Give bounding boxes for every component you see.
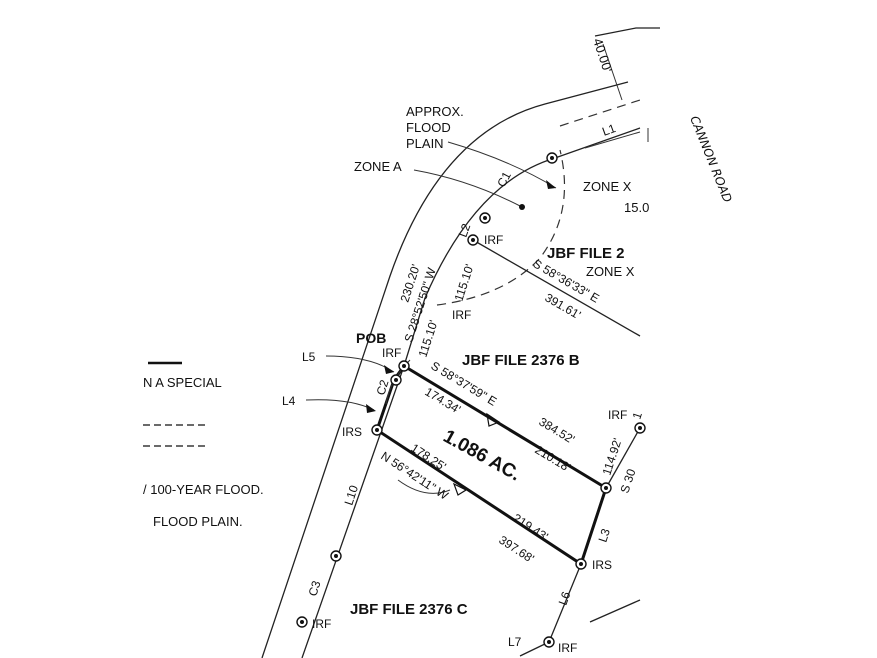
irf-label-pob: IRF xyxy=(382,346,401,360)
dist-arrow-top xyxy=(486,412,501,427)
bearing-arc-bottom xyxy=(397,479,451,494)
flood-label: FLOOD xyxy=(406,120,451,135)
road-row-line-east xyxy=(301,127,641,658)
parcel-middle-label: JBF FILE 2376 B xyxy=(462,352,580,369)
flood-zone-boundary xyxy=(436,149,566,306)
zone-a-label: ZONE A xyxy=(354,159,402,174)
road-centerline xyxy=(559,99,641,127)
irf-label-flood: IRF xyxy=(452,308,471,322)
c2-label: C2 xyxy=(374,378,392,397)
pin-c1-top xyxy=(546,152,558,164)
irf-label-north: IRF xyxy=(484,233,503,247)
l7-label: L7 xyxy=(508,635,522,649)
road-width-dimension xyxy=(602,43,623,101)
zone-x-label-1: ZONE X xyxy=(583,179,632,194)
l5-label: L5 xyxy=(302,350,316,364)
irf-label-south: IRF xyxy=(558,641,577,655)
road-width-label: 40.00' xyxy=(590,36,615,74)
l5-arrowhead xyxy=(384,365,394,374)
bottom-line-seg2-distance: 219.43' xyxy=(510,511,550,544)
pin-c2 xyxy=(390,374,402,386)
legend-100yr-text: / 100-YEAR FLOOD. xyxy=(143,482,264,497)
l4-label: L4 xyxy=(282,394,296,408)
road-name-label: CANNON ROAD xyxy=(687,114,734,205)
east-top-partial: 1 xyxy=(630,410,645,421)
east-line-bearing: S 30 xyxy=(618,467,639,495)
l3-label: L3 xyxy=(596,527,614,544)
zone-x-value: 15.0 xyxy=(624,200,649,215)
pin-irf-south xyxy=(543,636,555,648)
flood-plain-leader xyxy=(447,141,557,189)
l2-label: L2 xyxy=(456,221,474,239)
l6-line xyxy=(548,563,582,643)
legend-flood-plain-text: FLOOD PLAIN. xyxy=(153,514,243,529)
approx-label: APPROX. xyxy=(406,104,464,119)
l6-label: L6 xyxy=(556,589,574,607)
south-parcel-line xyxy=(589,599,641,623)
c3-label: C3 xyxy=(306,579,324,598)
l4-arrowhead xyxy=(366,404,376,413)
flood-plain-arrowhead xyxy=(546,180,556,189)
c1-label: C1 xyxy=(494,169,514,189)
pin-l10-bottom xyxy=(330,550,342,562)
road-row-line-west xyxy=(261,81,629,658)
l4-leader xyxy=(305,399,375,411)
pob-label: POB xyxy=(356,330,386,346)
irf-label-sw: IRF xyxy=(312,617,331,631)
pin-l2-top xyxy=(479,212,491,224)
irs-label-east: IRS xyxy=(592,558,612,572)
pin-irf-north xyxy=(467,234,479,246)
irs-label-west: IRS xyxy=(342,425,362,439)
zone-a-dot xyxy=(519,204,525,210)
pin-pob xyxy=(398,360,410,372)
road-edge-line xyxy=(594,27,660,37)
zone-x-label-2: ZONE X xyxy=(586,264,635,279)
east-parcel-line xyxy=(605,427,641,489)
pin-lot-ne xyxy=(600,482,612,494)
bottom-line-total-distance: 397.68' xyxy=(496,533,536,566)
legend-special-text: N A SPECIAL xyxy=(143,375,222,390)
irf-label-east: IRF xyxy=(608,408,627,422)
zone-a-leader xyxy=(413,169,523,208)
north-parcel-line xyxy=(472,239,641,337)
plain-label: PLAIN xyxy=(406,136,444,151)
parcel-north-label: JBF FILE 2 xyxy=(547,245,625,262)
pin-irs-west xyxy=(371,424,383,436)
top-line-total-distance: 384.52' xyxy=(536,415,577,447)
parcel-south-label: JBF FILE 2376 C xyxy=(350,601,468,618)
lot-area-label: 1.086 AC. xyxy=(440,426,524,486)
top-line-seg2-distance: 210.18' xyxy=(532,443,573,475)
l10-label: L10 xyxy=(342,483,362,507)
pin-irf-sw xyxy=(296,616,308,628)
west-seg1-distance: 115.10' xyxy=(452,262,477,303)
pin-irf-east xyxy=(634,422,646,434)
l1-line xyxy=(584,131,641,149)
pin-irs-east xyxy=(575,558,587,570)
dist-arrow-bottom xyxy=(452,482,468,496)
east-line-distance: 114.92' xyxy=(600,436,625,477)
l1-label: L1 xyxy=(600,121,618,139)
